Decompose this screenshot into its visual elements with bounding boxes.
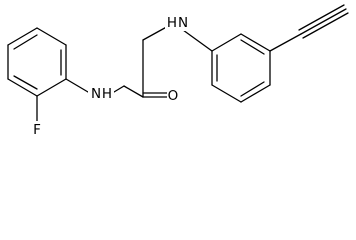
ring-double-bond (13, 34, 38, 50)
n-carbonyl-bond (123, 85, 144, 98)
n-ring-bond (182, 29, 213, 52)
ring-bond (211, 84, 242, 103)
ring-bond (240, 33, 271, 52)
molecule-structure: N H H N O F (7, 4, 349, 138)
ethynyl-triple-bond (298, 4, 345, 31)
ethynylphenyl-ring (211, 33, 271, 103)
ring-n-bond (65, 78, 89, 93)
carbonyl-oxygen-label: O (168, 88, 179, 104)
amide-nitrogen-label: N (91, 86, 101, 102)
ring-bond (211, 33, 242, 52)
ring-bond (7, 78, 38, 97)
ring-bond (36, 27, 67, 46)
fluorophenyl-ring (7, 27, 67, 97)
ethynyl-triple-bond (302, 12, 349, 39)
ring-double-bond (13, 75, 38, 90)
ethynyl-triple-bond (300, 8, 347, 35)
amide-hydrogen-label: H (102, 86, 112, 102)
n-carbonyl-bond (113, 85, 125, 93)
ring-double-bond (240, 39, 265, 55)
amine-hydrogen-label: H (167, 15, 177, 31)
fluorine-label: F (33, 122, 41, 138)
amine-nitrogen-label: N (178, 15, 188, 31)
ring-double-bond (240, 81, 265, 97)
ring-bond (240, 84, 271, 103)
ring-bond (36, 78, 67, 97)
ethynyl-single-bond (269, 33, 302, 52)
ring-bond (7, 27, 38, 46)
